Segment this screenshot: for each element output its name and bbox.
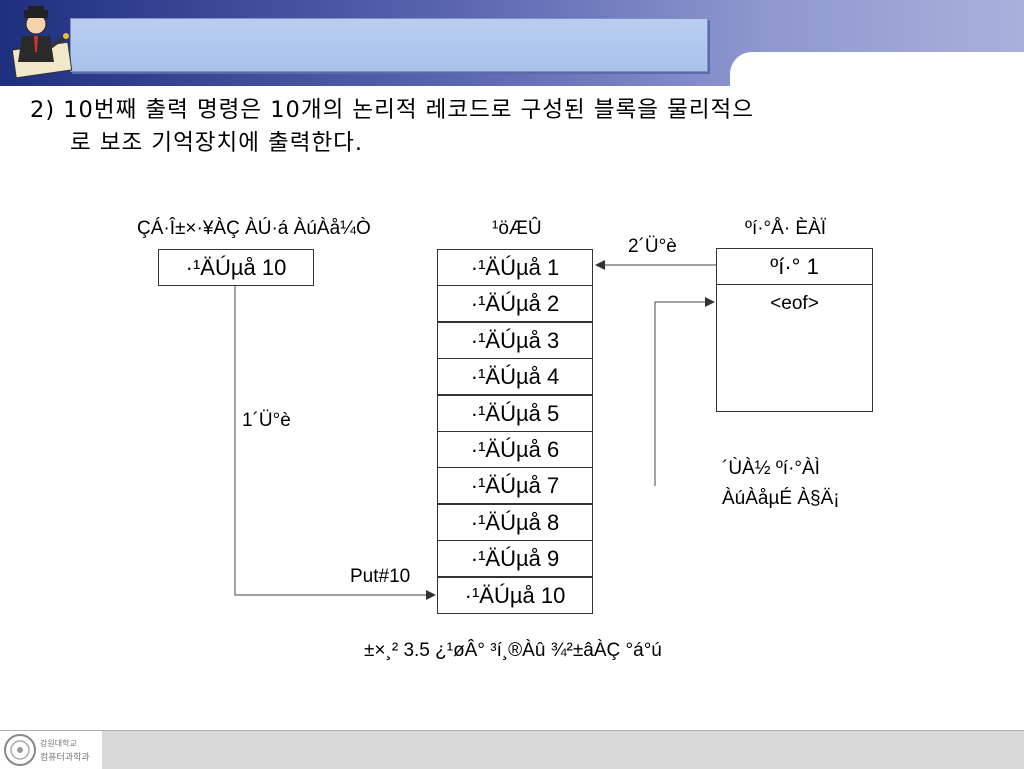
next-block-pointer xyxy=(654,297,715,486)
file-block-area: <eof> xyxy=(716,284,873,412)
buffer-record: ·¹ÄÚµå 10 xyxy=(437,577,593,614)
step1-connector xyxy=(234,285,436,600)
description-line-2: 로 보조 기억장치에 출력한다. xyxy=(70,130,364,156)
buffer-label: ¹öÆÛ xyxy=(492,218,542,239)
buffer-record: ·¹ÄÚµå 9 xyxy=(437,540,593,577)
figure-caption: ±×¸² 3.5 ¿­¹øÂ° ³í¸®Àû ¾²±âÀÇ °á°ú xyxy=(364,640,662,661)
logo-text-1: 강원대학교 xyxy=(40,739,77,748)
header-tab-shape xyxy=(730,52,1024,92)
buffer-record: ·¹ÄÚµå 7 xyxy=(437,467,593,504)
buffer-record: ·¹ÄÚµå 1 xyxy=(437,249,593,286)
logo-text-2: 컴퓨터과학과 xyxy=(40,753,90,763)
step2-label: 2´Ü°è xyxy=(628,236,677,257)
buffer-record: ·¹ÄÚµå 4 xyxy=(437,358,593,395)
buffer-record: ·¹ÄÚµå 2 xyxy=(437,285,593,322)
university-seal-icon xyxy=(4,734,36,766)
program-area-label: ÇÁ·Î±×·¥ÀÇ ÀÚ·á ÀúÀå¼Ò xyxy=(137,218,371,239)
slide-footer: 강원대학교 컴퓨터과학과 xyxy=(0,730,1024,769)
buffer-record: ·¹ÄÚµå 6 xyxy=(437,431,593,468)
next-block-label-2: ÀúÀåµÉ À§Ä¡ xyxy=(722,488,840,509)
description-line-1: 2) 10번째 출력 명령은 10개의 논리적 레코드로 구성된 블록을 물리적… xyxy=(30,97,754,123)
buffer-record: ·¹ÄÚµå 5 xyxy=(437,395,593,432)
presenter-icon xyxy=(6,6,76,80)
next-block-label: ´ÙÀ½ ºí·°ÀÌ xyxy=(722,458,820,479)
slide-description: 2) 10번째 출력 명령은 10개의 논리적 레코드로 구성된 블록을 물리적… xyxy=(30,94,990,160)
file-block-1: ºí·° 1 xyxy=(716,248,873,285)
put-command-label: Put#10 xyxy=(350,566,411,587)
university-logo: 강원대학교 컴퓨터과학과 xyxy=(0,731,102,769)
eof-marker: <eof> xyxy=(770,293,819,314)
title-bar xyxy=(70,18,708,72)
output-device-label: ºí·°Å· È­ÀÏ xyxy=(745,218,827,239)
step1-label: 1´Ü°è xyxy=(242,410,291,431)
buffer-record: ·¹ÄÚµå 3 xyxy=(437,322,593,359)
buffer-record: ·¹ÄÚµå 8 xyxy=(437,504,593,541)
program-record: ·¹ÄÚµå 10 xyxy=(158,249,314,286)
